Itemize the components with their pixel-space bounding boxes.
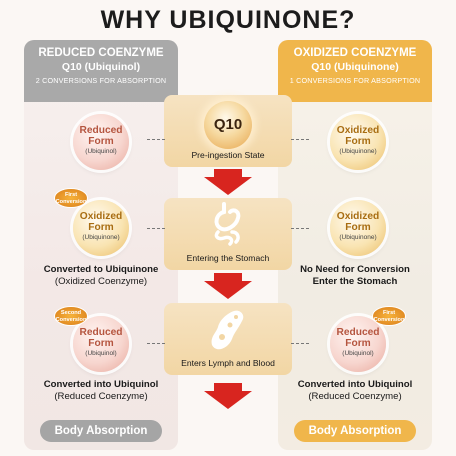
orb-sublabel: (Ubiquinol) [85, 148, 117, 155]
ubiquinone-header-line1: OXIDIZED COENZYME [293, 47, 417, 59]
orb-label: Reduced Form [336, 327, 380, 349]
caption-normal: (Oxidized Coenzyme) [54, 276, 148, 287]
ubiquinol-header-line1: REDUCED COENZYME [38, 47, 164, 59]
orb-sublabel: (Ubiquinone) [339, 234, 377, 241]
caption-normal: (Reduced Coenzyme) [308, 391, 402, 402]
caption-bold: Converted into Ubiquinol [43, 379, 159, 390]
stage-lymph-blood: Enters Lymph and Blood [164, 303, 292, 375]
orb-label: Reduced Form [79, 125, 123, 147]
ubiquinone-caption-1: No Need for Conversion Enter the Stomach [278, 264, 432, 288]
connector-dash [147, 343, 165, 344]
orb-sublabel: (Ubiquinone) [339, 148, 377, 155]
caption-bold: Converted into Ubiquinol [297, 379, 413, 390]
down-arrow-icon [204, 273, 252, 299]
ubiquinone-header: OXIDIZED COENZYME Q10 (Ubiquinone) 1 CON… [278, 40, 432, 102]
page-title: WHY UBIQUINONE? [100, 6, 356, 34]
orb-label: Oxidized Form [79, 211, 123, 233]
ubiquinol-body-absorption: Body Absorption [40, 420, 162, 442]
caption-bold: No Need for Conversion [300, 264, 410, 275]
orb-sublabel: (Ubiquinone) [82, 234, 120, 241]
first-conversion-badge: First Conversion [372, 306, 406, 326]
stage-caption: Pre-ingestion State [191, 150, 265, 160]
ubiquinone-reduced-final-orb: Reduced Form (Ubiquinol) [330, 316, 386, 372]
stage-pre-ingestion: Q10 Pre-ingestion State [164, 95, 292, 167]
ubiquinol-caption-1: Converted to Ubiquinone (Oxidized Coenzy… [24, 264, 178, 288]
down-arrow-icon [204, 383, 252, 409]
orb-label: Reduced Form [79, 327, 123, 349]
down-arrow-icon [204, 169, 252, 195]
ubiquinone-oxidized-stomach-orb: Oxidized Form (Ubiquinone) [330, 200, 386, 256]
lymph-blood-icon [211, 310, 244, 350]
ubiquinone-body-absorption: Body Absorption [294, 420, 416, 442]
connector-dash [147, 139, 165, 140]
ubiquinol-reduced-final-orb: Reduced Form (Ubiquinol) [73, 316, 129, 372]
ubiquinol-column: REDUCED COENZYME Q10 (Ubiquinol) 2 CONVE… [24, 40, 178, 450]
second-conversion-badge: Second Conversion [54, 306, 88, 326]
ubiquinone-caption-2: Converted into Ubiquinol (Reduced Coenzy… [278, 379, 432, 403]
stage-caption: Entering the Stomach [186, 253, 270, 263]
ubiquinol-header-line3: 2 CONVERSIONS FOR ABSORPTION [35, 76, 167, 85]
connector-dash [147, 228, 165, 229]
ubiquinone-oxidized-orb: Oxidized Form (Ubiquinone) [330, 114, 386, 170]
connector-dash [291, 343, 309, 344]
ubiquinol-caption-2: Converted into Ubiquinol (Reduced Coenzy… [24, 379, 178, 403]
orb-sublabel: (Ubiquinol) [85, 350, 117, 357]
connector-dash [291, 139, 309, 140]
connector-dash [291, 228, 309, 229]
caption-normal: (Reduced Coenzyme) [54, 391, 148, 402]
ubiquinol-oxidized-orb: Oxidized Form (Ubiquinone) [73, 200, 129, 256]
ubiquinone-header-line2: Q10 (Ubiquinone) [311, 61, 399, 73]
stage-caption: Enters Lymph and Blood [181, 358, 275, 368]
orb-sublabel: (Ubiquinol) [342, 350, 374, 357]
caption-bold: Converted to Ubiquinone [43, 264, 159, 275]
orb-label: Oxidized Form [336, 125, 380, 147]
ubiquinol-header-line2: Q10 (Ubiquinol) [61, 61, 141, 73]
q10-orb: Q10 [204, 101, 252, 149]
first-conversion-badge: First Conversion [54, 188, 88, 208]
caption-bold: Enter the Stomach [312, 276, 398, 287]
ubiquinone-header-line3: 1 CONVERSIONS FOR ABSORPTION [289, 76, 421, 85]
stomach-icon [214, 202, 241, 246]
stage-stomach: Entering the Stomach [164, 198, 292, 270]
process-stages: Q10 Pre-ingestion State Entering the Sto… [164, 95, 292, 410]
ubiquinol-reduced-orb: Reduced Form (Ubiquinol) [73, 114, 129, 170]
orb-label: Oxidized Form [336, 211, 380, 233]
ubiquinol-header: REDUCED COENZYME Q10 (Ubiquinol) 2 CONVE… [24, 40, 178, 102]
